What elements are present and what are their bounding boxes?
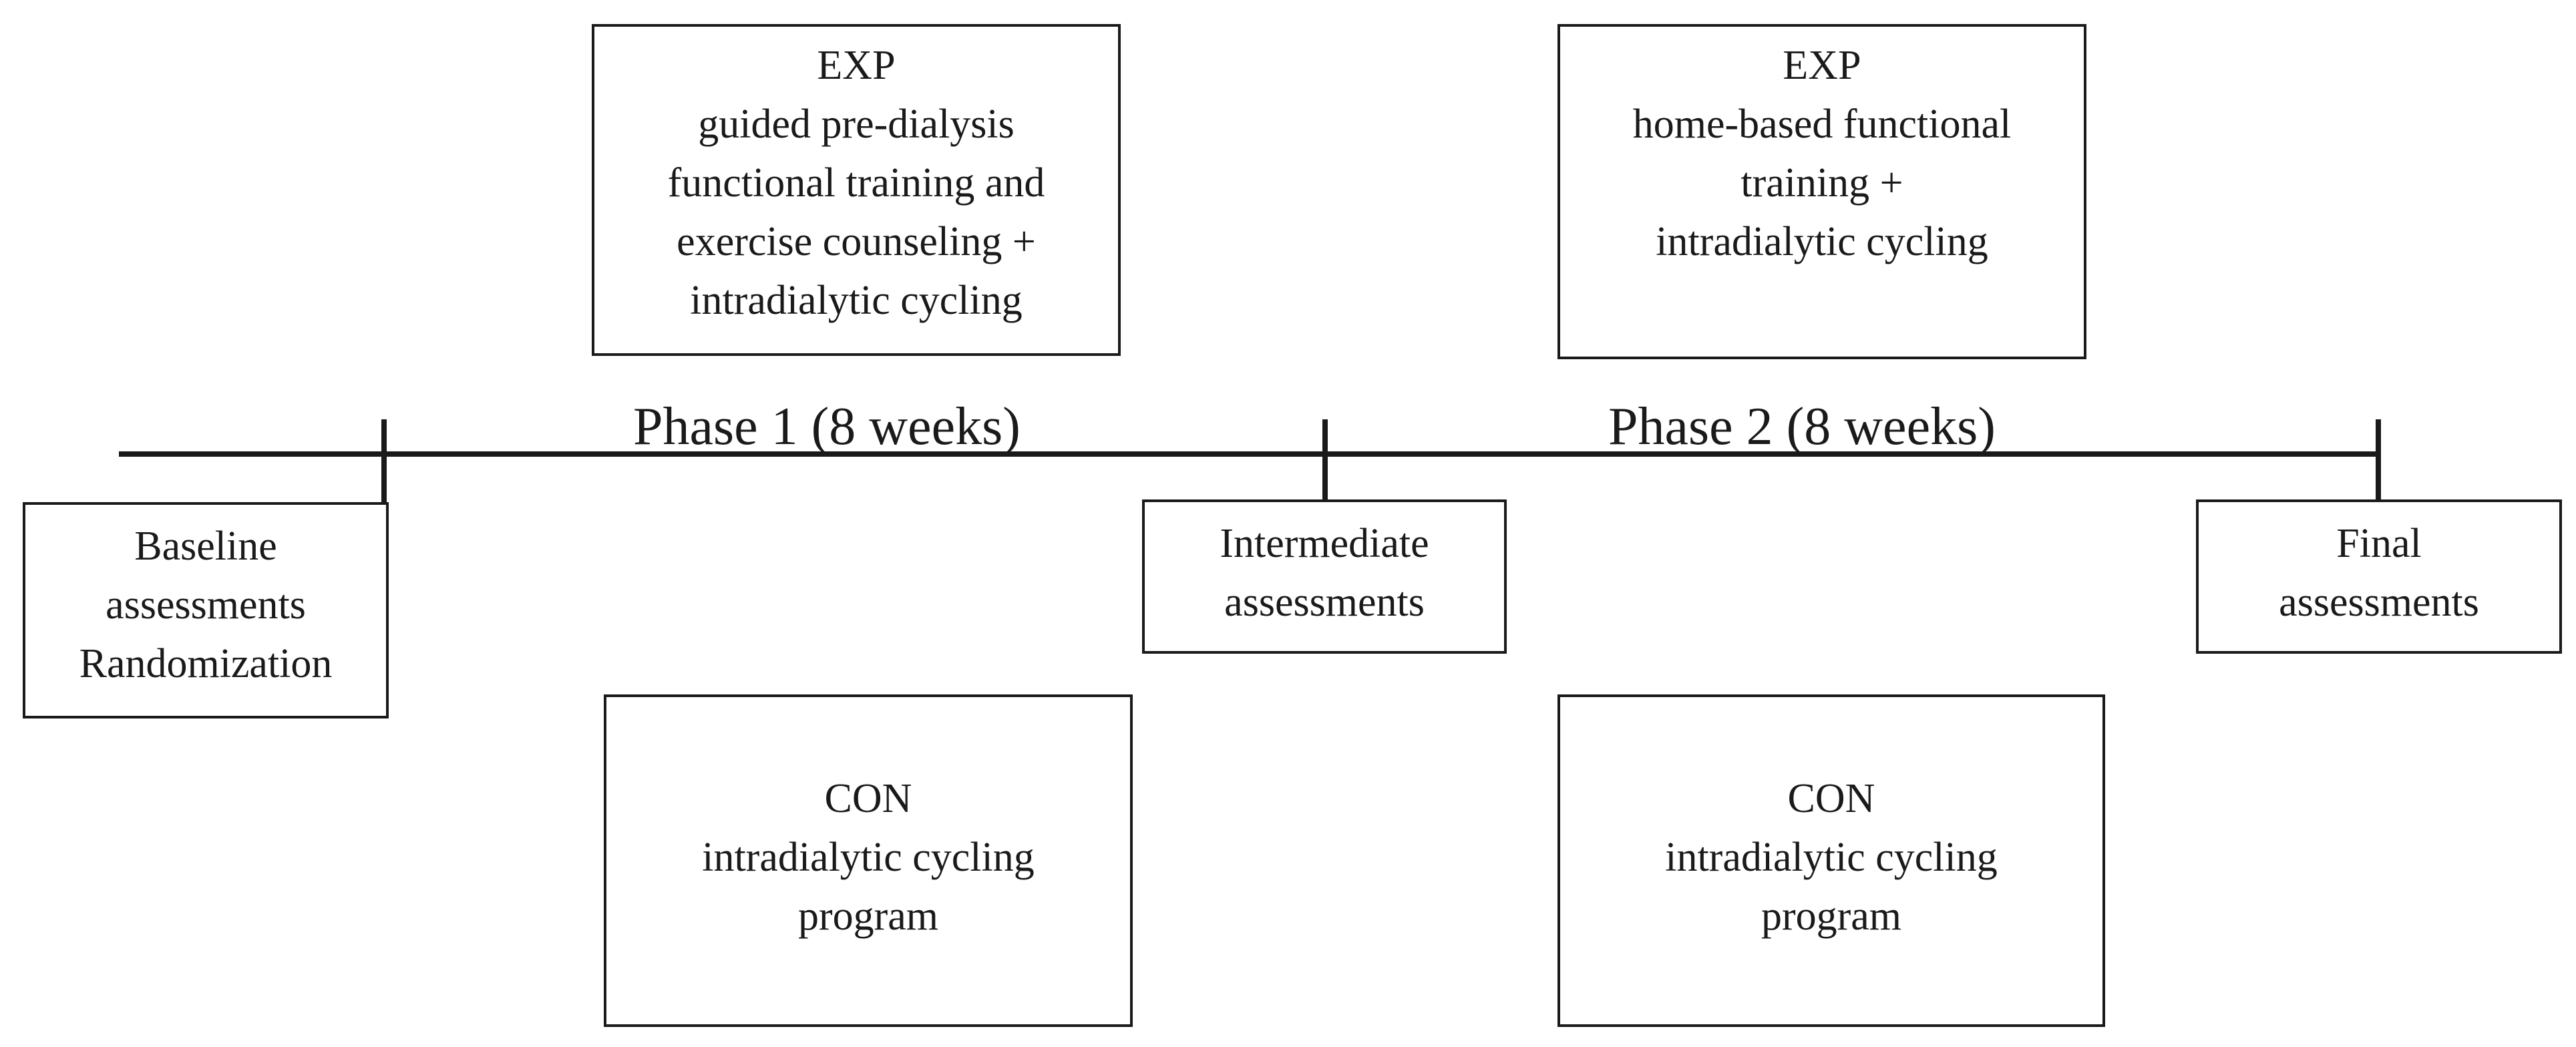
intermediate-assessment-box: Intermediate assessments [1142,499,1507,654]
exp-phase-1-line: functional training and [667,160,1045,206]
baseline-line: Baseline [134,524,277,569]
exp-phase-2-line: home-based functional [1632,101,2012,147]
phase-2-label: Phase 2 (8 weeks) [1608,397,1996,456]
exp-phase-1-line: EXP [817,43,896,88]
exp-phase-2-line: training + [1740,160,1903,206]
final-assessment-box: Final assessments [2196,499,2562,654]
baseline-line: Randomization [79,641,333,686]
exp-phase-1-line: intradialytic cycling [690,278,1023,323]
exp-phase-1-line: guided pre-dialysis [698,101,1015,147]
exp-phase-1-line: exercise counseling + [677,219,1036,264]
intermediate-line: Intermediate [1220,521,1429,566]
con-phase-1-line: intradialytic cycling [702,835,1035,880]
baseline-assessment-box: Baseline assessments Randomization [23,502,389,718]
timeline-tick-baseline [381,419,387,502]
final-line: assessments [2279,580,2479,625]
con-phase-1-line: program [797,893,939,939]
exp-phase-1-box: EXP guided pre-dialysis functional train… [592,24,1121,356]
con-phase-2-line: intradialytic cycling [1665,835,1998,880]
timeline-axis [119,451,2378,457]
exp-phase-2-line: intradialytic cycling [1656,219,1988,264]
timeline-tick-intermediate [1322,419,1328,502]
con-phase-2-box: CON intradialytic cycling program [1557,694,2105,1027]
exp-phase-2-box: EXP home-based functional training + int… [1557,24,2086,359]
con-phase-1-line: CON [824,776,912,821]
timeline-tick-final [2376,419,2381,502]
con-phase-2-line: CON [1787,776,1875,821]
con-phase-2-line: program [1761,893,1902,939]
con-phase-1-box: CON intradialytic cycling program [604,694,1133,1027]
intermediate-line: assessments [1224,580,1425,625]
baseline-line: assessments [106,582,306,628]
final-line: Final [2336,521,2422,566]
phase-1-label: Phase 1 (8 weeks) [633,397,1021,456]
exp-phase-2-line: EXP [1783,43,1861,88]
